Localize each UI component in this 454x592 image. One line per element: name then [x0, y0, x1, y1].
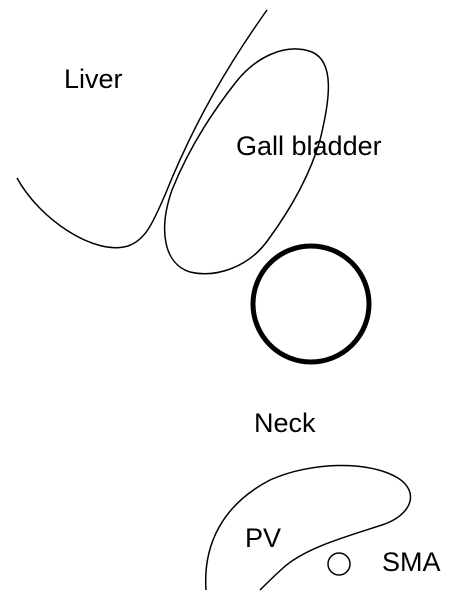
liver-label: Liver [64, 66, 123, 93]
liver-outline [17, 10, 267, 248]
sma-circle [328, 553, 350, 575]
sma-label: SMA [382, 549, 441, 576]
gall-bladder-label: Gall bladder [236, 133, 382, 160]
neck-label: Neck [254, 410, 316, 437]
neck-circle [253, 246, 369, 362]
gall-bladder-outline [165, 49, 329, 274]
pv-label: PV [245, 525, 281, 552]
pv-outline [206, 465, 411, 590]
